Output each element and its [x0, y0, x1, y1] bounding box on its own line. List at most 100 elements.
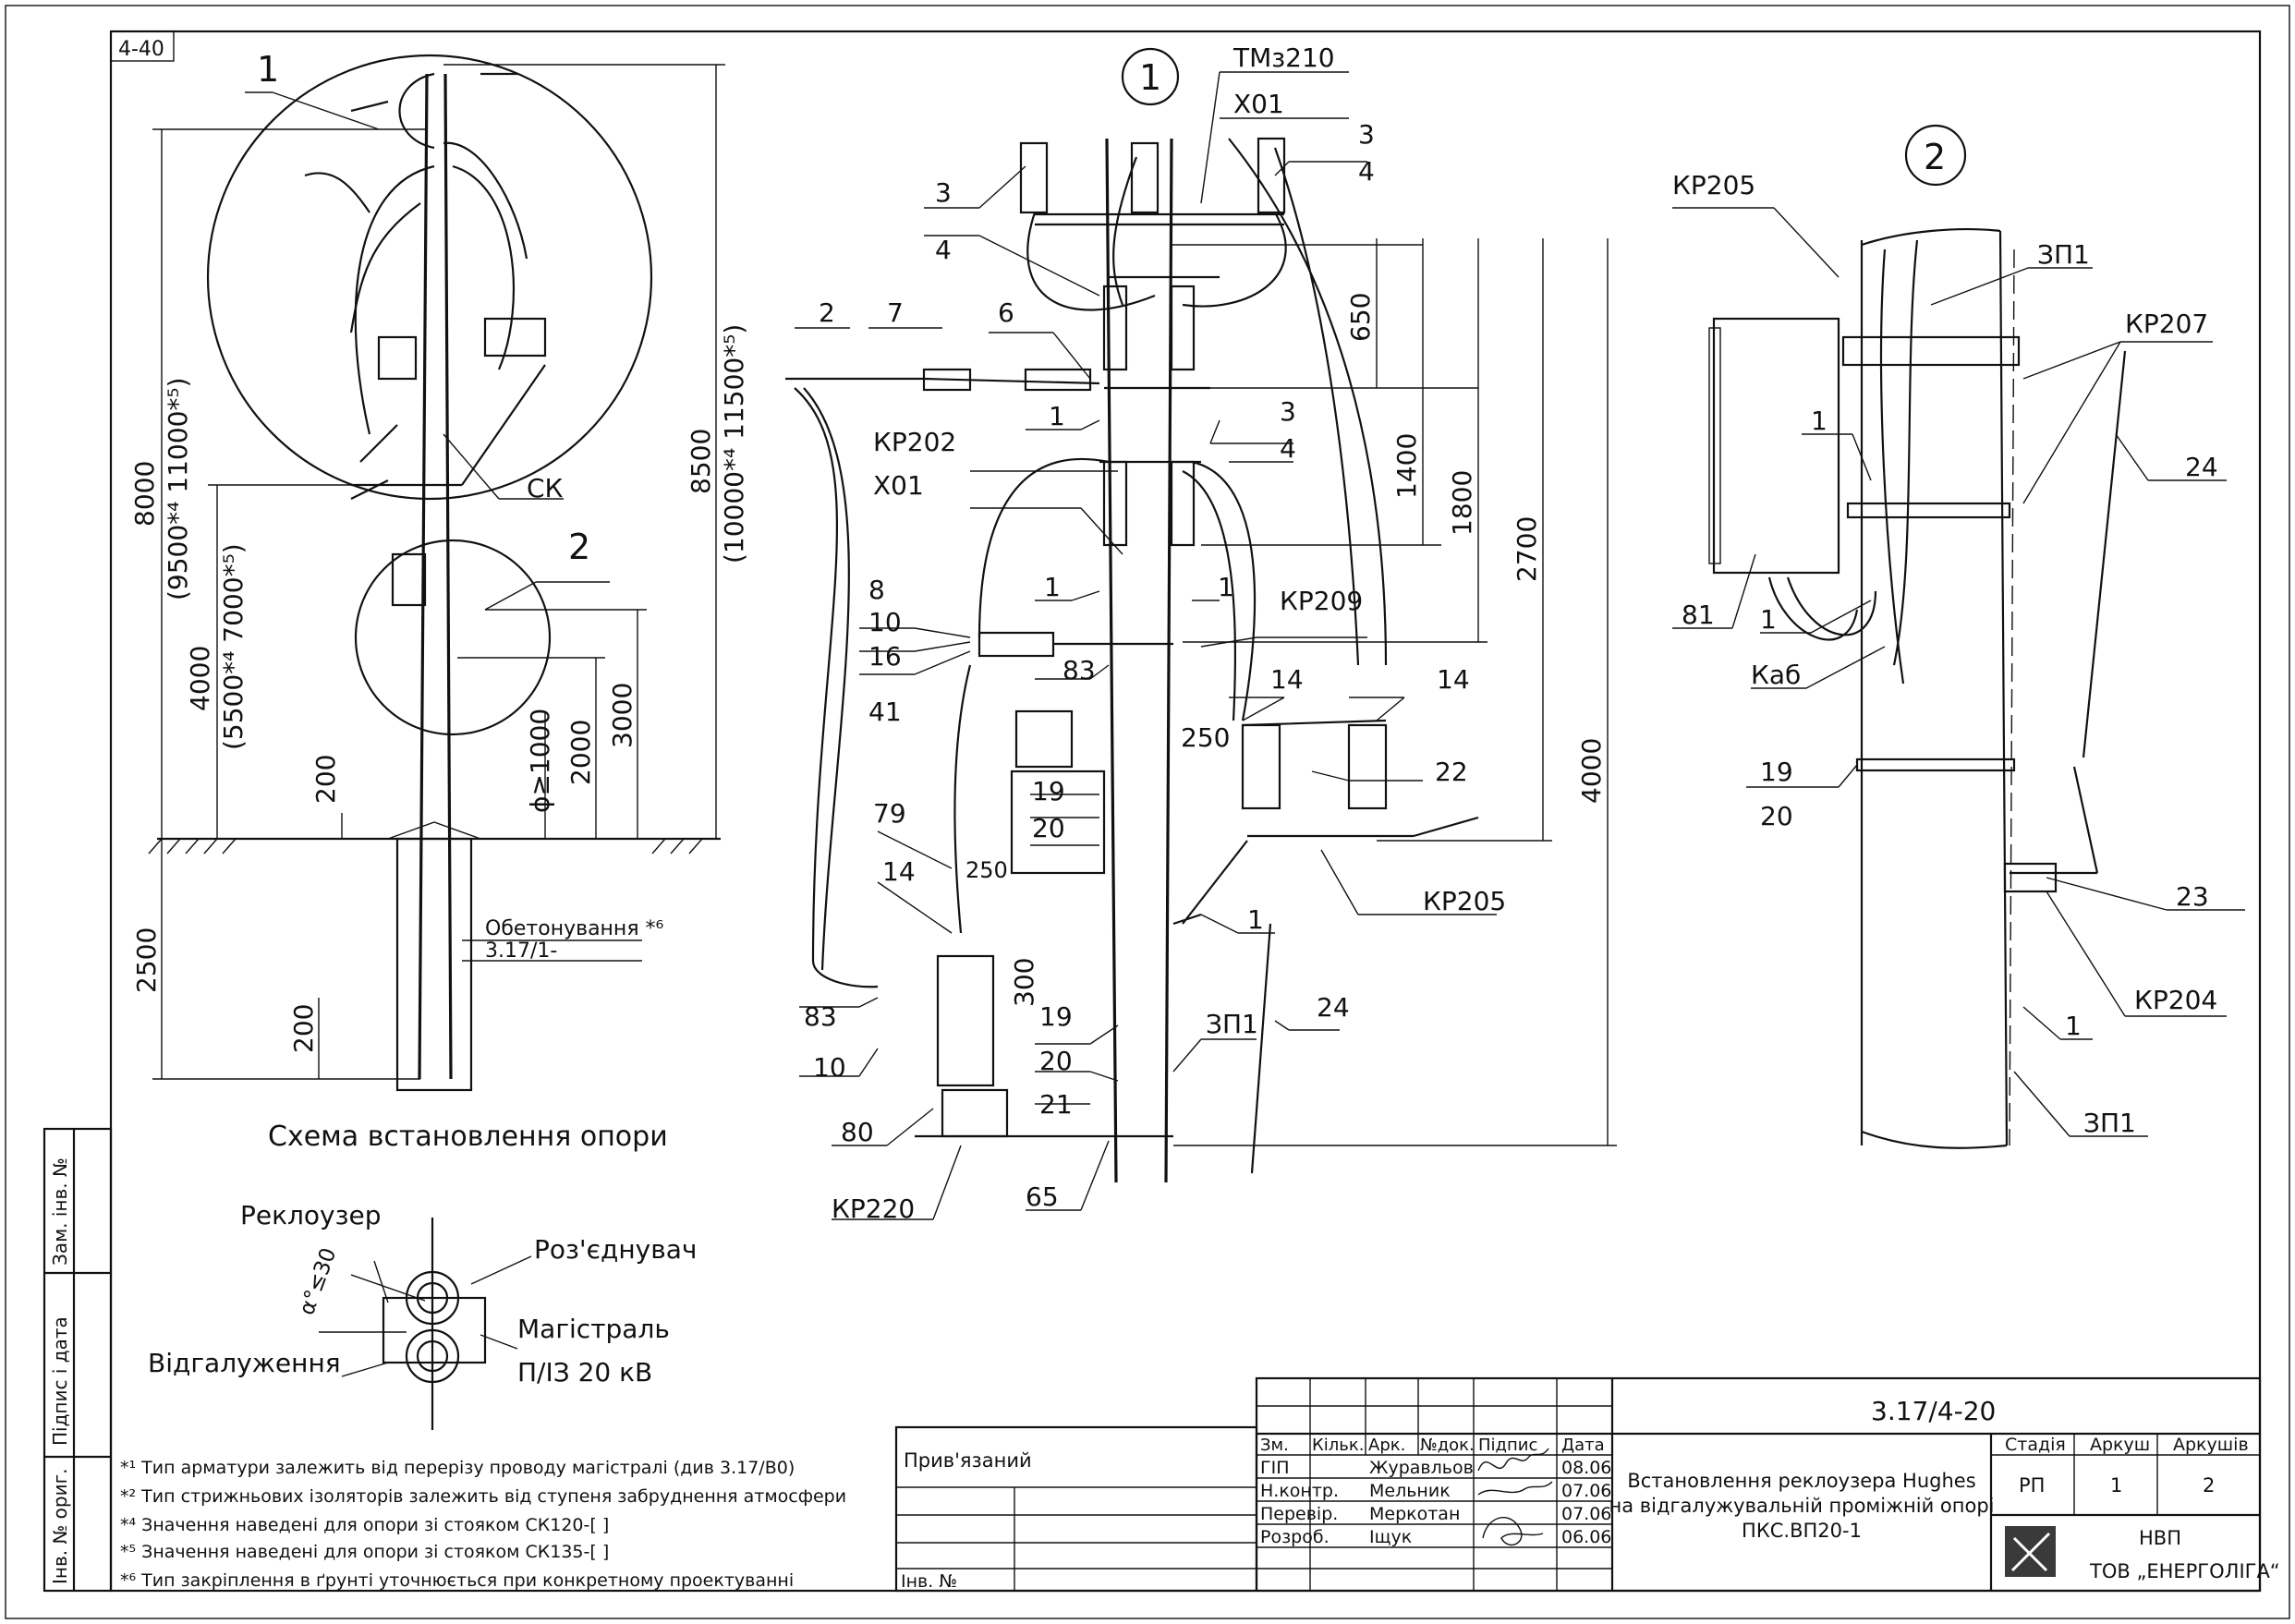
dim-8500: 8500: [686, 429, 716, 494]
tb-date-3: 06.06: [1561, 1527, 1611, 1547]
pole-left-edge: [418, 73, 429, 1080]
dim-3000: 3000: [607, 683, 638, 748]
dim-2700: 2700: [1512, 516, 1542, 582]
detail-circle-2: [354, 539, 552, 736]
note-4: *⁵ Значення наведені для опори зі стояко…: [120, 1542, 609, 1562]
label-24-center: 24: [1317, 992, 1350, 1023]
recloser-box-left: [377, 335, 418, 381]
tb-sheet-header: Аркуш: [2090, 1435, 2150, 1455]
outer-frame: [5, 5, 2290, 1619]
label-4-right: 4: [1358, 156, 1375, 187]
side-pidpys: Підпис і дата: [49, 1316, 71, 1446]
label-tm: ТМз210: [1232, 42, 1335, 73]
label-250-a: 250: [1181, 722, 1230, 753]
right-label-24: 24: [2185, 452, 2218, 482]
right-label-1-a: 1: [1811, 406, 1828, 436]
sheet-code: 4-40: [118, 38, 164, 61]
note-2: *² Тип стрижньових ізоляторів залежить в…: [120, 1486, 846, 1507]
side-inv: Інв. № ориг.: [49, 1469, 71, 1584]
label-83-top: 83: [1062, 655, 1096, 685]
label-300: 300: [1009, 958, 1039, 1007]
control-cabinet-left: [391, 552, 427, 607]
sheet-code-box: [110, 30, 175, 62]
bushing-group: [1014, 709, 1074, 769]
right-label-kab: Каб: [1751, 660, 1801, 690]
plan-circle-bottom: [405, 1328, 460, 1384]
label-65: 65: [1026, 1182, 1059, 1212]
disconnector-ins-1: [1241, 723, 1281, 810]
ground-wire-line: [2009, 248, 2015, 1146]
right-label-81: 81: [1682, 600, 1715, 630]
left-callout-2: 2: [568, 527, 590, 567]
right-label-kr204: КР204: [2134, 985, 2217, 1015]
label-kr205-center: КР205: [1423, 886, 1506, 916]
recloser-tank: [936, 954, 995, 1087]
label-4-mid: 4: [1280, 433, 1296, 464]
tb-inv-no: Інв. №: [901, 1571, 957, 1592]
label-zp1-center: ЗП1: [1206, 1009, 1258, 1039]
tb-name-3: Іщук: [1369, 1527, 1412, 1547]
right-label-zp1-top: ЗП1: [2037, 239, 2090, 270]
plan-disconnector: Роз'єднувач: [534, 1234, 697, 1265]
dim-4000-center: 4000: [1576, 738, 1607, 804]
notes: *¹ Тип арматури залежить від перерізу пр…: [120, 1458, 846, 1591]
label-22: 22: [1435, 757, 1468, 787]
label-19-a: 19: [1032, 776, 1065, 806]
right-title-circle: [1904, 124, 1967, 187]
label-10-bot: 10: [813, 1052, 846, 1083]
drive-mechanism: [2003, 862, 2058, 893]
disconnector-ins-2: [1347, 723, 1388, 810]
note-5: *⁶ Тип закріплення в ґрунті уточнюється …: [120, 1570, 794, 1591]
right-view: 2 КР205 ЗП1: [1672, 124, 2245, 1149]
dim-1400: 1400: [1391, 433, 1422, 499]
plan-circle-top: [405, 1270, 460, 1326]
tb-h-ndok: №док.: [1420, 1436, 1475, 1455]
right-label-zp1-bot: ЗП1: [2083, 1108, 2136, 1138]
right-label-kr205: КР205: [1672, 170, 1755, 200]
dim-2000: 2000: [565, 720, 596, 785]
dim-650: 650: [1345, 293, 1376, 342]
left-callout-1: 1: [257, 49, 279, 90]
dim-8500-alt: (10000*⁴ 11500*⁵): [719, 324, 749, 564]
label-8: 8: [868, 575, 885, 605]
label-kr209: КР209: [1280, 586, 1363, 616]
concrete-ref: 3.17/1-: [485, 939, 557, 963]
dim-4000: 4000: [185, 646, 215, 711]
dim-phi: ɸ≥1000: [525, 709, 555, 813]
label-3-mid: 3: [1280, 396, 1296, 427]
right-cables: [1767, 239, 1919, 685]
bracket-top: [1841, 335, 2021, 367]
dim-8000-alt: (9500*⁴ 11000*⁵): [163, 377, 193, 600]
label-2: 2: [819, 297, 835, 328]
tb-h-ark: Арк.: [1368, 1436, 1405, 1455]
label-21: 21: [1039, 1089, 1073, 1120]
plan-scheme: Реклоузер Роз'єднувач α°≤30 Відгалуження…: [148, 1200, 697, 1430]
left-sk-label: СК: [527, 473, 564, 503]
plan-main-line-spec: П/ІЗ 20 кВ: [517, 1357, 652, 1388]
detail-circle-1: [206, 54, 653, 501]
recloser-plan: [382, 1296, 487, 1364]
tb-attached: Прив'язаний: [904, 1449, 1032, 1472]
center-view: 650 1400 1800 2700 4000 1: [785, 42, 1617, 1224]
label-4-left: 4: [935, 235, 952, 265]
right-pole: [1860, 228, 2009, 1149]
insulator-strings: [785, 285, 1196, 658]
center-title-circle: [1121, 47, 1180, 106]
right-label-1-c: 1: [2065, 1011, 2082, 1041]
tb-date-2: 07.06: [1561, 1504, 1611, 1524]
dim-4000-alt: (5500*⁴ 7000*⁵): [218, 543, 249, 750]
tb-name-1: Мельник: [1369, 1481, 1451, 1501]
disconnector-frame: [1172, 719, 1479, 926]
label-3-right: 3: [1358, 119, 1375, 150]
left-view: 1 2 СК 8000 (9500*⁴ 11000*⁵) 4000 (5500*…: [129, 49, 749, 1153]
signature-1: [1477, 1448, 1549, 1472]
label-80: 80: [841, 1117, 874, 1147]
label-x01-top: Х01: [1233, 89, 1284, 119]
tb-h-zm: Зм.: [1260, 1436, 1289, 1455]
plan-branch: Відгалуження: [148, 1348, 341, 1378]
tb-sheet: 1: [2110, 1474, 2122, 1497]
drive-lever: [2010, 350, 2127, 875]
label-20-b: 20: [1039, 1046, 1073, 1076]
label-10: 10: [868, 607, 902, 637]
foundation-collar: [387, 821, 481, 840]
